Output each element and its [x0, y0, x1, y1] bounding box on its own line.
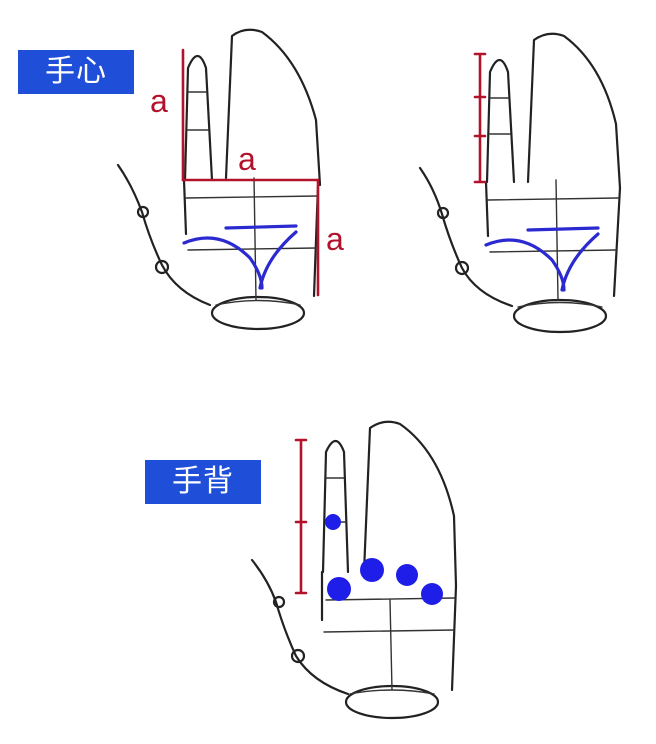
hand-palm-measured: a a a — [116, 28, 344, 331]
knuckle-dot-4 — [421, 583, 443, 605]
hand-palm-segments — [418, 32, 622, 334]
measure-width-label: a — [238, 141, 256, 177]
knuckle-dot-2 — [360, 558, 384, 582]
palm-line-head — [182, 236, 264, 290]
hand-back-knuckles — [250, 420, 458, 720]
knuckle-dot-1 — [327, 577, 351, 601]
back-segment-ruler — [294, 438, 308, 595]
palm-line-life — [258, 230, 298, 290]
knuckle-dot-finger — [325, 514, 341, 530]
back-label: 手背 — [145, 460, 261, 504]
palm-label: 手心 — [18, 50, 134, 94]
measure-height-label: a — [326, 221, 344, 257]
knuckle-dot-3 — [396, 564, 418, 586]
measure-finger-label: a — [150, 83, 168, 119]
segment-ruler — [473, 52, 487, 184]
palm-line-heart — [224, 224, 298, 230]
